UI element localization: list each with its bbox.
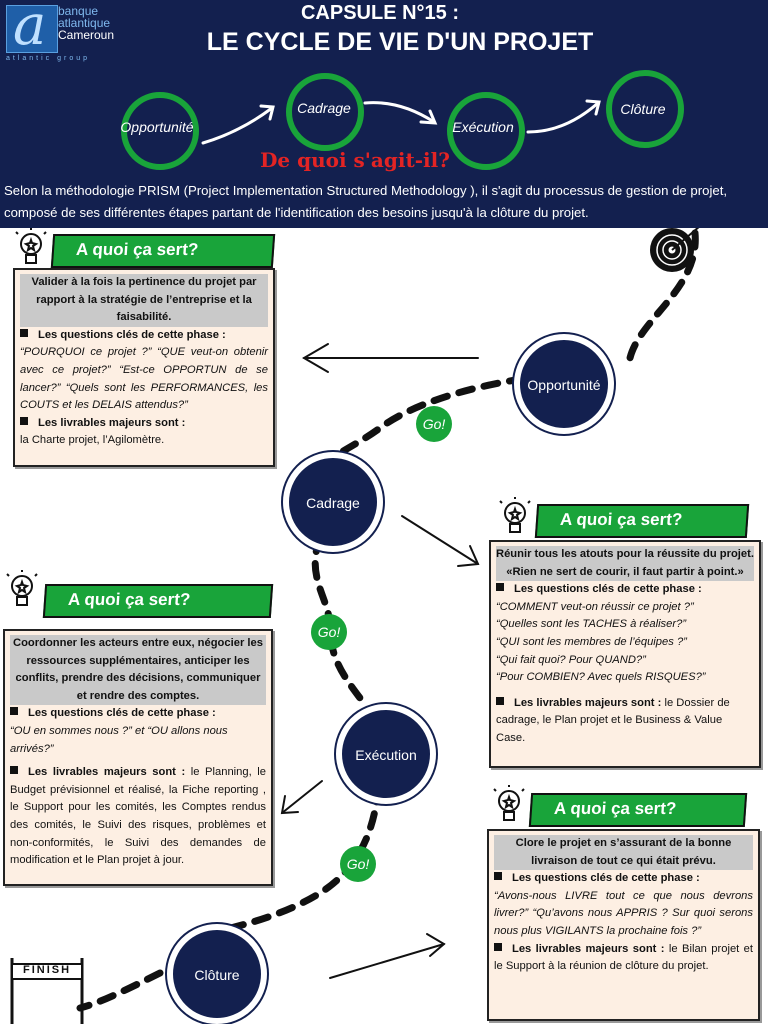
node-cadrage: Cadrage	[283, 452, 383, 552]
lightbulb-icon	[6, 570, 38, 606]
logo-mark-icon: a	[6, 0, 58, 54]
page-title: LE CYCLE DE VIE D'UN PROJET	[206, 28, 594, 56]
dashed-path-segment	[76, 969, 164, 1012]
bullet-icon	[20, 328, 28, 337]
bullet-icon	[496, 696, 504, 705]
finish-line-icon	[10, 958, 84, 1024]
logo-group: atlantic group	[6, 55, 91, 62]
box-purpose: Coordonner les acteurs entre eux, négoci…	[10, 635, 266, 706]
deliverables-text: le Planning, le Budget prévisionnel et r…	[10, 766, 266, 867]
question-line: “Qui fait quoi? Pour QUAND?”	[496, 653, 646, 666]
bullet-icon	[496, 583, 504, 592]
lightbulb-icon	[493, 785, 525, 821]
info-box-execution: Coordonner les acteurs entre eux, négoci…	[3, 629, 273, 886]
question-line: “QUI sont les membres de l’équipes ?”	[496, 635, 687, 648]
bullet-icon	[10, 707, 18, 716]
node-label: Cadrage	[306, 495, 360, 511]
info-box-opportunite: Valider à la fois la pertinence du proje…	[13, 268, 275, 467]
deliverables-text: la Charte projet, l’Agilomètre.	[20, 434, 165, 447]
node-label: Exécution	[355, 747, 417, 763]
go-badge: Go!	[311, 614, 347, 650]
deliverables-text: le Bilan projet et le Support à la réuni…	[494, 942, 754, 973]
deliverables-heading: Les livrables majeurs sont :	[512, 942, 665, 955]
node-execution: Exécution	[336, 704, 436, 804]
questions-heading: Les questions clés de cette phase :	[38, 328, 226, 341]
questions-heading: Les questions clés de cette phase :	[512, 872, 700, 885]
box-purpose: Clore le projet en s’assurant de la bonn…	[494, 835, 753, 871]
arrow-icon	[363, 101, 436, 124]
header-arrows	[201, 99, 601, 145]
pointer-arrow-icon	[281, 780, 323, 814]
banner-a-quoi-ca-sert: A quoi ça sert?	[50, 234, 276, 268]
pointer-arrow-icon	[401, 515, 479, 565]
question-line: “COMMENT veut-on réussir ce projet ?”	[496, 600, 694, 613]
deliverables-heading: Les livrables majeurs sont :	[28, 766, 186, 779]
box-purpose: Valider à la fois la pertinence du proje…	[20, 274, 268, 327]
finish-label: FINISH	[22, 964, 72, 976]
go-badge: Go!	[416, 406, 452, 442]
questions-heading: Les questions clés de cette phase :	[514, 583, 702, 596]
dashed-path-segment	[206, 784, 382, 937]
box-purpose: Réunir tous les atouts pour la réussite …	[496, 546, 754, 582]
capsule-number: CAPSULE N°15 :	[300, 2, 460, 24]
header-phase-circle	[447, 92, 525, 170]
questions-text: “Avons-nous LIVRE tout ce que nous devro…	[494, 889, 753, 937]
bank-logo: a banque atlantique Cameroun atlantic gr…	[6, 0, 131, 65]
question-line: “Quelles sont les TACHES à réaliser?”	[496, 618, 687, 631]
questions-text: “OU en sommes nous ?” et “OU allons nous…	[10, 724, 228, 755]
arrow-icon	[526, 101, 600, 134]
arrow-head-icon	[419, 109, 438, 125]
node-opportunite: Opportunité	[514, 334, 614, 434]
arrow-head-icon	[259, 104, 275, 121]
header-phase-circle	[286, 73, 364, 151]
deliverables-heading: Les livrables majeurs sont :	[38, 416, 186, 429]
questions-text: “POURQUOI ce projet ?” “QUE veut-on obte…	[20, 346, 268, 412]
info-box-cloture: Clore le projet en s’assurant de la bonn…	[487, 829, 760, 1021]
bullet-icon	[20, 416, 28, 425]
header-phase-label: Opportunité	[120, 119, 194, 135]
section-subtitle: De quoi s'agit-il?	[260, 148, 450, 172]
arrow-head-icon	[585, 99, 601, 116]
logo-line-1: banque	[58, 4, 99, 18]
lightbulb-icon	[499, 497, 531, 533]
header-phase-circle	[121, 92, 199, 170]
banner-a-quoi-ca-sert: A quoi ça sert?	[534, 504, 750, 538]
bullet-icon	[10, 766, 18, 775]
pointer-arrow-icon	[329, 943, 445, 979]
go-badge: Go!	[340, 846, 376, 882]
node-cloture: Clôture	[167, 924, 267, 1024]
lightbulb-icon	[15, 228, 47, 264]
bullet-icon	[494, 942, 502, 951]
question-line: “Pour COMBIEN? Avec quels RISQUES?”	[496, 671, 706, 684]
banner-a-quoi-ca-sert: A quoi ça sert?	[42, 584, 274, 618]
logo-line-2: atlantique	[58, 16, 111, 30]
header-phase-label: Exécution	[452, 119, 514, 135]
header-phase-label: Cadrage	[297, 100, 351, 116]
target-icon	[650, 228, 700, 272]
questions-heading: Les questions clés de cette phase :	[28, 707, 216, 720]
info-box-cadrage: Réunir tous les atouts pour la réussite …	[489, 540, 761, 768]
logo-line-3: Cameroun	[58, 28, 115, 42]
dashed-path-segment	[626, 229, 699, 362]
node-label: Opportunité	[527, 377, 601, 393]
header-phase-label: Clôture	[620, 101, 666, 117]
banner-a-quoi-ca-sert: A quoi ça sert?	[528, 793, 748, 827]
intro-text: Selon la méthodologie PRISM (Project Imp…	[4, 183, 728, 220]
header-phase-circle	[606, 70, 684, 148]
header-band: a banque atlantique Cameroun atlantic gr…	[0, 0, 768, 228]
bullet-icon	[494, 872, 502, 881]
deliverables-heading: Les livrables majeurs sont :	[514, 696, 662, 709]
deliverables-text: le Dossier de cadrage, le Plan projet et…	[496, 696, 730, 744]
node-label: Clôture	[194, 967, 240, 983]
arrow-icon	[201, 106, 274, 145]
